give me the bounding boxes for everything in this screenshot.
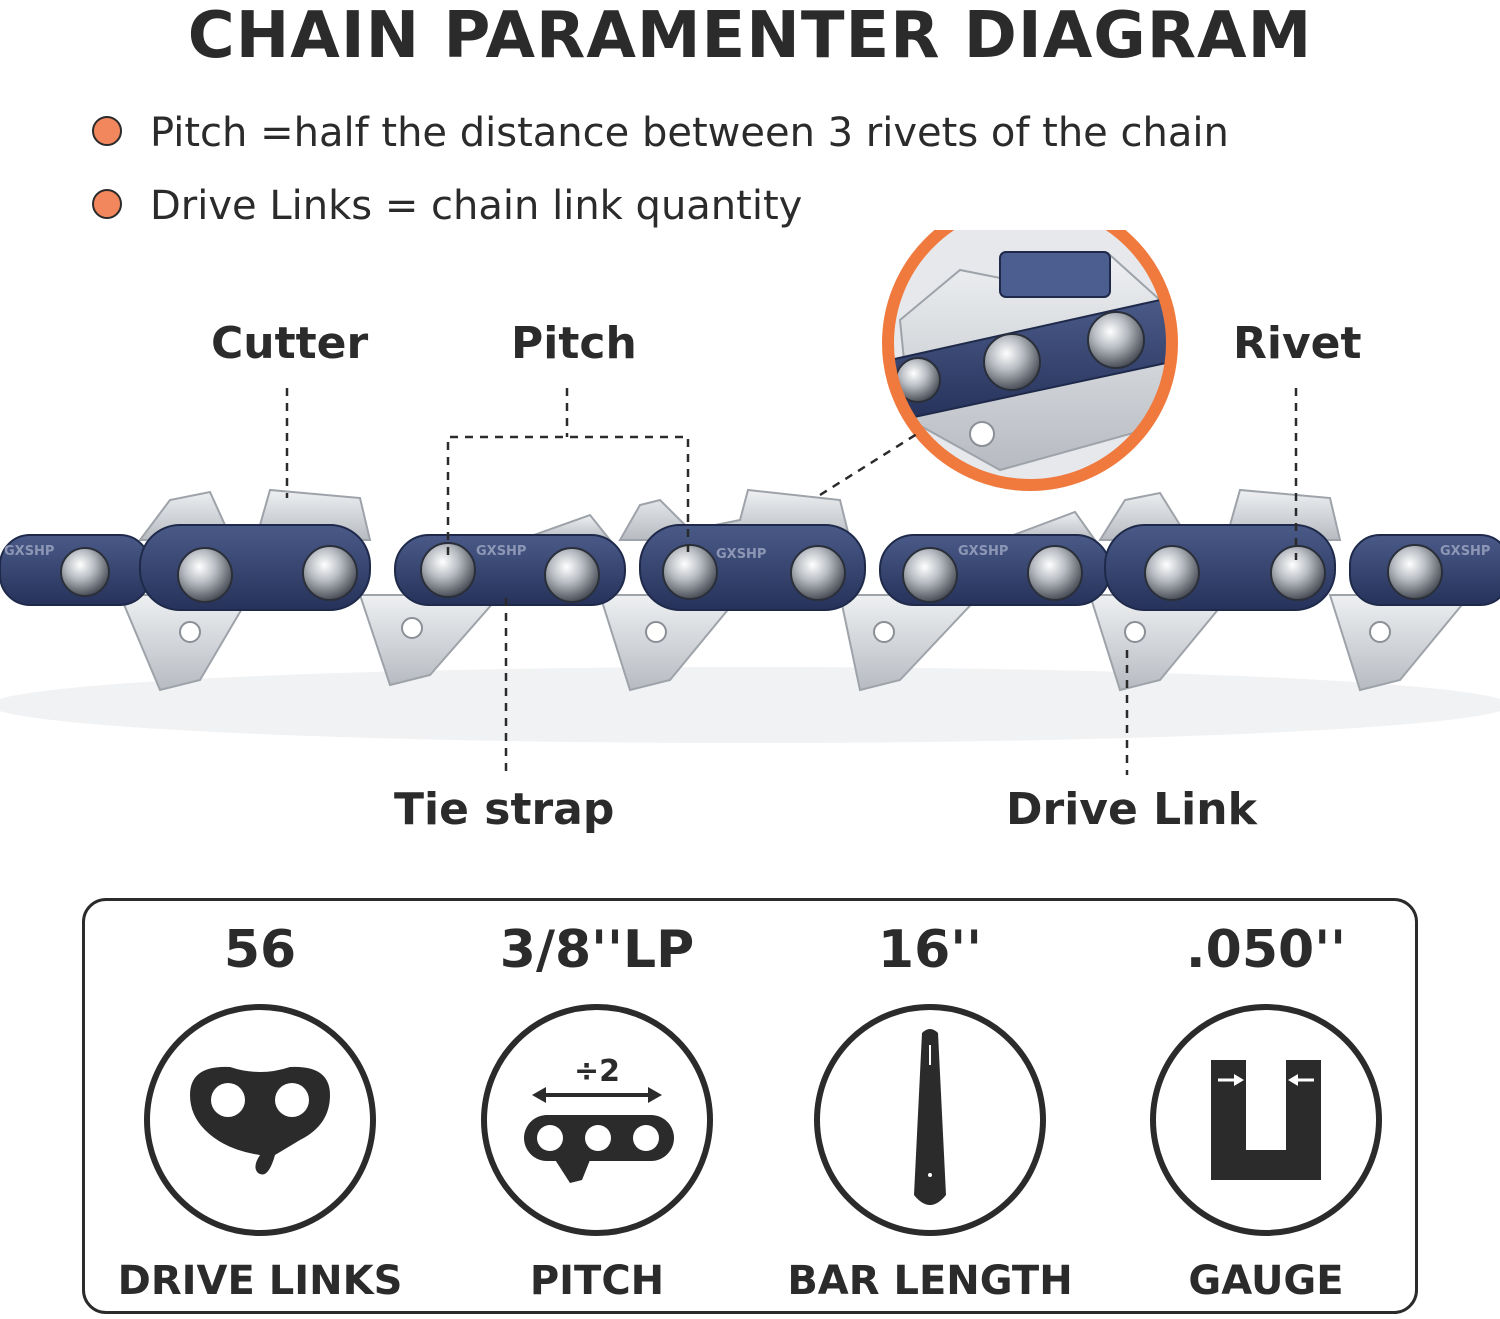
rivet: [420, 542, 476, 598]
link-stamp: GXSHP: [716, 547, 766, 562]
spec-icon-circle: [144, 1004, 376, 1236]
label-rivet: Rivet: [1233, 318, 1362, 369]
link-stamp: GXSHP: [4, 544, 54, 559]
leader-lines: [285, 388, 1298, 775]
label-tie-strap: Tie strap: [394, 784, 615, 835]
link-stamp: GXSHP: [1440, 544, 1490, 559]
rivet: [177, 547, 233, 603]
chain-shadow: [0, 667, 1500, 743]
spec-label: DRIVE LINKS: [117, 1258, 403, 1304]
spec-icon-circle: [1150, 1004, 1382, 1236]
chain-illustration: GXSHP GXSHP GXSHP GXSHP GXSHP: [0, 230, 1500, 775]
spec-drive-links: 56 DRIVE LINKS: [100, 920, 420, 1304]
drive-link-holes: [179, 617, 1391, 643]
bullet-text: Pitch =half the distance between 3 rivet…: [150, 110, 1229, 156]
spec-value: .050'': [1185, 920, 1347, 980]
bullet-dot-icon: [92, 116, 122, 146]
spec-icon-circle: [814, 1004, 1046, 1236]
zoom-inset: [882, 230, 1178, 491]
drive-links: [118, 594, 1473, 692]
label-cutter: Cutter: [211, 318, 369, 369]
rivet: [1387, 544, 1443, 600]
spec-label: GAUGE: [1188, 1258, 1344, 1304]
guide-bar-icon: [914, 1029, 946, 1205]
spec-value: 16'': [877, 920, 983, 980]
rivet: [1027, 545, 1083, 601]
rivet: [790, 545, 846, 601]
rivet: [544, 547, 600, 603]
rivet: [662, 544, 718, 600]
specifications-panel: [82, 898, 1418, 1314]
label-drive-link: Drive Link: [1006, 784, 1257, 835]
spec-label: BAR LENGTH: [787, 1258, 1073, 1304]
pitch-icon: ÷2: [524, 1054, 674, 1183]
drive-link-icon: [190, 1066, 330, 1175]
spec-label: PITCH: [529, 1258, 665, 1304]
pitch-divide-text: ÷2: [574, 1054, 620, 1089]
spec-gauge: .050'' GAUGE: [1106, 920, 1426, 1304]
gauge-icon: [1211, 1060, 1321, 1180]
bullet-dot-icon: [92, 189, 122, 219]
link-stamp: GXSHP: [958, 544, 1008, 559]
link-stamp: GXSHP: [476, 544, 526, 559]
zoom-ring: [882, 230, 1178, 491]
link-stamps: GXSHP GXSHP GXSHP GXSHP GXSHP: [4, 544, 1490, 562]
spec-bar-length: 16'' BAR LENGTH: [770, 920, 1090, 1304]
rivets: [60, 542, 1443, 603]
bullet-drive-links-definition: Drive Links = chain link quantity: [92, 183, 802, 229]
spec-value: 56: [223, 920, 297, 980]
rivet: [1270, 545, 1326, 601]
rivet: [1144, 545, 1200, 601]
bullet-pitch-definition: Pitch =half the distance between 3 rivet…: [92, 110, 1229, 156]
spec-value: 3/8''LP: [499, 920, 695, 980]
rivet: [60, 547, 110, 597]
spec-icon-circle: ÷2: [481, 1004, 713, 1236]
page-title: CHAIN PARAMENTER DIAGRAM: [187, 0, 1313, 73]
bullet-text: Drive Links = chain link quantity: [150, 183, 803, 229]
spec-pitch: 3/8''LP ÷2 PITCH: [437, 920, 757, 1304]
rivet: [902, 547, 958, 603]
label-pitch: Pitch: [511, 318, 637, 369]
drive-link-tang: [1328, 594, 1473, 692]
rivet: [302, 545, 358, 601]
